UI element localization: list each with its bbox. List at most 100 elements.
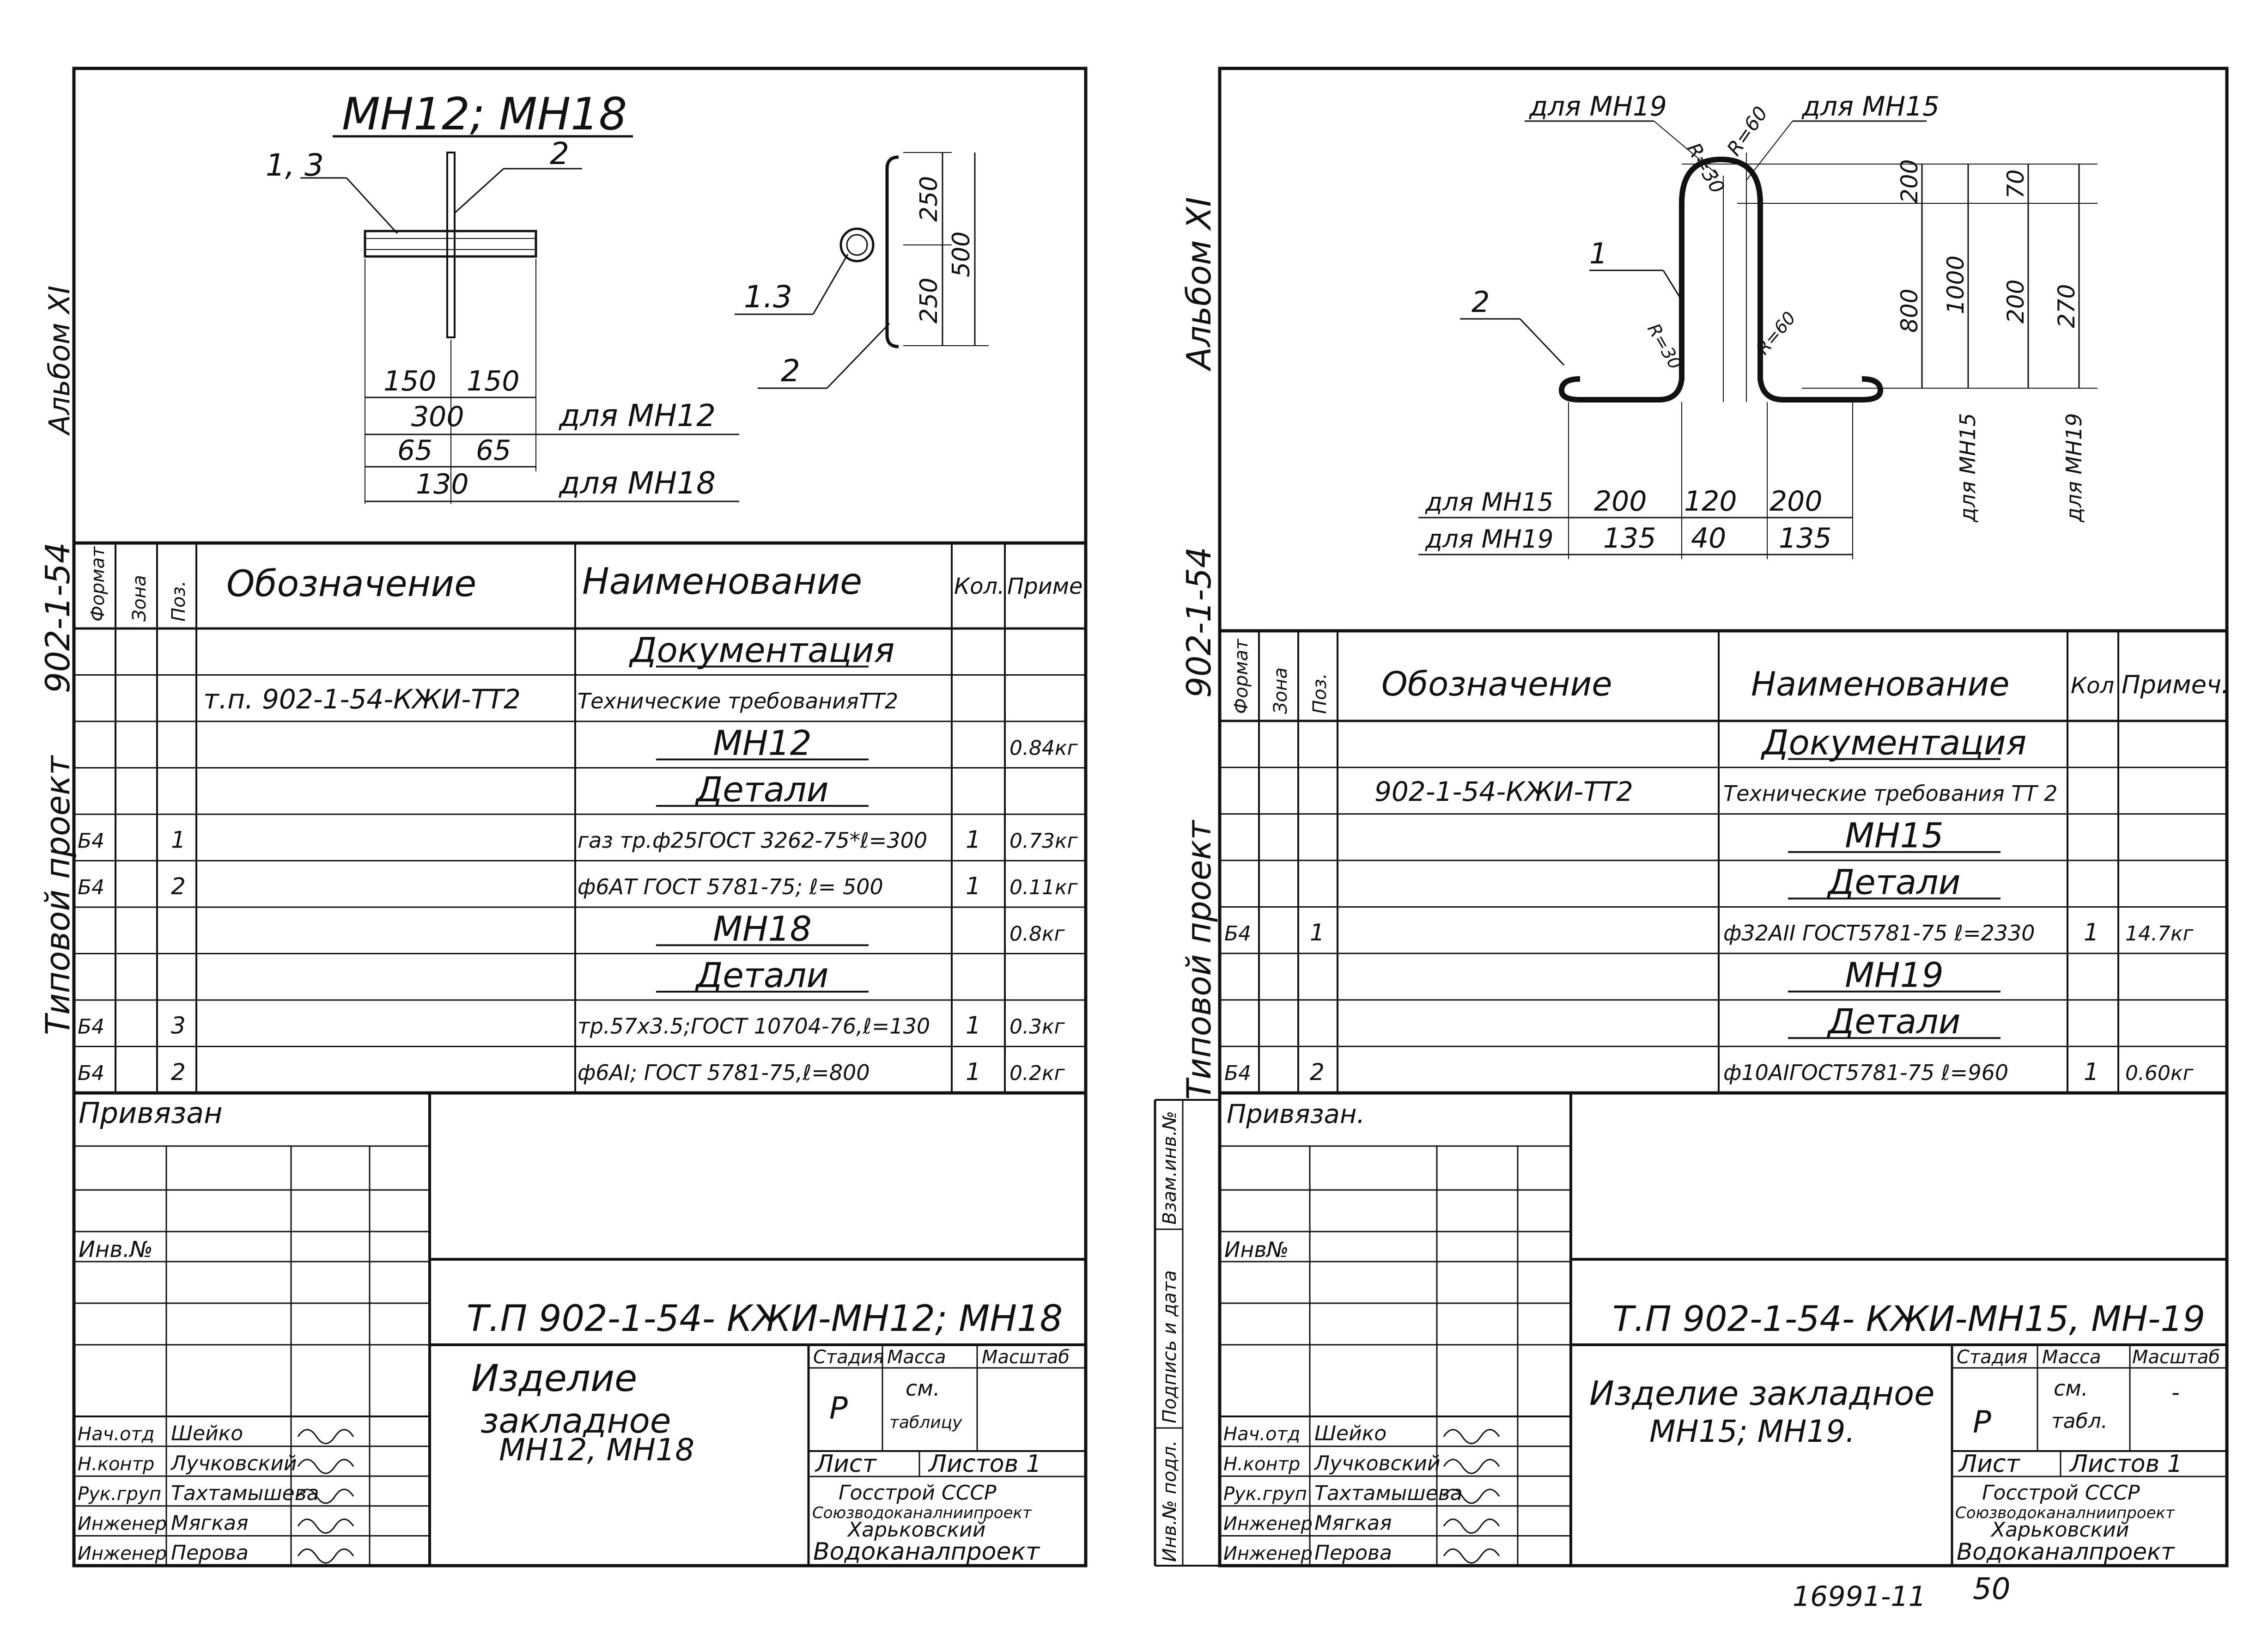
- right-pos-1: 1: [1589, 237, 1607, 270]
- right-h-designation: Обозначение: [1381, 665, 1612, 703]
- left-dim-150a: 150: [383, 365, 437, 397]
- left-signature-4: [297, 1548, 354, 1564]
- left-spec-qty-4: 1: [966, 826, 981, 854]
- left-dim-250b: 250: [915, 278, 943, 323]
- right-privyazan: Привязан.: [1227, 1099, 1365, 1129]
- right-stage: Р: [1973, 1404, 1991, 1440]
- left-h-designation: Обозначение: [226, 563, 476, 605]
- right-vert-for-mn19: для МН19: [2061, 413, 2086, 523]
- right-sheets: Листов 1: [2069, 1450, 2183, 1478]
- left-h-qty: Кол.: [954, 573, 1004, 599]
- right-row2-c: 135: [1779, 522, 1832, 555]
- left-drawing-title: МН12; МН18: [342, 88, 627, 140]
- right-row1-c: 200: [1769, 485, 1823, 518]
- left-spec-pos-4: 1: [171, 826, 186, 853]
- left-spec-format-5: Б4: [78, 876, 104, 899]
- right-h-pos: Поз.: [1309, 673, 1331, 714]
- left-spec-name-2: МН12: [713, 723, 812, 763]
- right-item-l2: МН15; МН19.: [1649, 1414, 1855, 1449]
- left-mass-h: Масса: [887, 1347, 946, 1368]
- right-stage-h: Стадия: [1957, 1347, 2027, 1368]
- left-dim-250a: 250: [915, 176, 943, 222]
- right-item-l1: Изделие закладное: [1589, 1374, 1934, 1413]
- right-org-l3: Харьковский: [1990, 1518, 2129, 1542]
- right-h-zone: Зона: [1270, 667, 1291, 714]
- right-spec-name-4: ф32АII ГОСТ5781-75 ℓ=2330: [1723, 921, 2035, 946]
- left-person-name-2: Тахтамышева: [171, 1482, 319, 1505]
- left-spec-pos-9: 2: [171, 1059, 186, 1086]
- left-signature-1: [297, 1458, 354, 1474]
- left-org-l3: Харьковский: [847, 1518, 985, 1542]
- left-person-role-4: Инженер: [78, 1543, 167, 1564]
- left-dim-300: 300: [411, 401, 464, 433]
- right-spec-note-7: 0.60кг: [2125, 1061, 2194, 1085]
- right-signature-3: [1443, 1519, 1500, 1534]
- right-row2-a: 135: [1603, 522, 1656, 555]
- right-person-role-2: Рук.груп: [1223, 1483, 1307, 1505]
- right-signature-4: [1443, 1548, 1500, 1564]
- left-item-l3: МН12, МН18: [499, 1432, 694, 1468]
- right-sheet: Лист: [1958, 1450, 2020, 1478]
- right-spec-name-3: Детали: [1826, 862, 1960, 902]
- left-detail-drawing: МН12; МН18 1, 3 2 150 150 300 для МН: [266, 88, 989, 504]
- left-spec-note-6: 0.8кг: [1009, 922, 1065, 946]
- left-spec-qty-8: 1: [966, 1012, 981, 1039]
- right-spec-qty-4: 1: [2084, 919, 2099, 946]
- right-spec-name-6: Детали: [1826, 1002, 1960, 1042]
- left-h-zone: Зона: [129, 575, 150, 622]
- left-side-typical-project: Типовой проект: [38, 755, 77, 1035]
- left-spec-note-4: 0.73кг: [1009, 829, 1078, 853]
- left-dim-150b: 150: [467, 365, 520, 397]
- right-for-mn19: для МН19: [1529, 91, 1667, 122]
- right-spec-note-4: 14.7кг: [2125, 922, 2194, 946]
- right-signature-1: [1443, 1458, 1500, 1474]
- left-dim-130: 130: [416, 468, 469, 500]
- left-spec-note-5: 0.11кг: [1009, 876, 1078, 899]
- right-vert-for-mn15: для МН15: [1955, 413, 1980, 523]
- right-spec-format-7: Б4: [1224, 1061, 1251, 1085]
- left-side-pos-13: 1.3: [744, 279, 792, 315]
- left-spec-format-8: Б4: [78, 1015, 104, 1038]
- right-spec-designation-1: 902-1-54-КЖИ-ТТ2: [1374, 776, 1633, 807]
- right-scale-h: Масштаб: [2132, 1347, 2220, 1368]
- left-person-role-0: Нач.отд: [78, 1424, 154, 1445]
- right-person-name-0: Шейко: [1314, 1422, 1386, 1446]
- right-spec-name-7: ф10АIГОСТ5781-75 ℓ=960: [1723, 1060, 2008, 1085]
- left-h-format: Формат: [87, 546, 109, 622]
- left-side-project-no: 902-1-54: [38, 542, 77, 693]
- right-h-name: Наименование: [1751, 665, 2010, 703]
- left-side-stamp: Типовой проект 902-1-54 Альбом XI: [38, 286, 77, 1035]
- right-h-note: Примеч.: [2122, 670, 2229, 699]
- right-person-name-1: Лучковский: [1313, 1452, 1441, 1475]
- right-person-name-4: Перова: [1314, 1541, 1392, 1565]
- right-dim-200v: 200: [1896, 159, 1923, 203]
- left-org-l4: Водоканалпроект: [813, 1538, 1040, 1566]
- left-spec-pos-8: 3: [171, 1012, 186, 1039]
- left-pos-1-3: 1, 3: [266, 147, 324, 183]
- left-person-role-1: Н.контр: [78, 1453, 154, 1475]
- right-r30: R=30: [1682, 139, 1729, 198]
- left-person-name-1: Лучковский: [170, 1452, 297, 1475]
- right-person-name-3: Мягкая: [1314, 1511, 1392, 1535]
- right-person-role-4: Инженер: [1223, 1543, 1313, 1564]
- left-person-name-4: Перова: [171, 1541, 249, 1565]
- right-spec-name-5: МН19: [1845, 956, 1944, 995]
- left-privyazan: Привязан: [79, 1096, 223, 1130]
- left-inv: Инв.№: [79, 1237, 153, 1263]
- left-sheets: Листов 1: [928, 1450, 1041, 1478]
- left-mass-l2: таблицу: [889, 1413, 962, 1432]
- left-spec-format-9: Б4: [78, 1061, 104, 1085]
- left-spec-name-5: ф6АТ ГОСТ 5781-75; ℓ= 500: [578, 874, 883, 899]
- right-r60: R=60: [1722, 102, 1772, 160]
- left-spec-name-7: Детали: [694, 956, 828, 995]
- right-spec-name-0: Документация: [1761, 723, 2027, 763]
- left-sheet: Типовой проект 902-1-54 Альбом XI МН12; …: [38, 67, 1088, 1568]
- right-inv: Инв№: [1224, 1237, 1289, 1262]
- left-spec-note-9: 0.2кг: [1009, 1061, 1065, 1085]
- left-spec-note-8: 0.3кг: [1009, 1015, 1065, 1038]
- right-spec-pos-4: 1: [1310, 919, 1325, 946]
- left-dim-500: 500: [948, 232, 975, 277]
